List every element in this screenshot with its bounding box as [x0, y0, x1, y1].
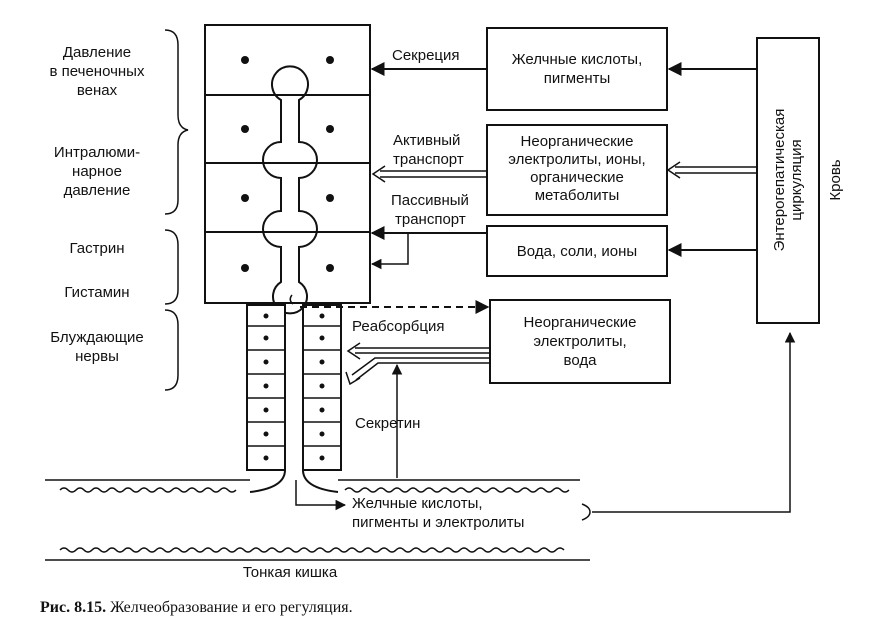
label-passive-2: транспорт [395, 211, 466, 228]
svg-text:Энтерогепатическая: Энтерогепатическая [771, 109, 788, 252]
intestine-upper-wall [45, 479, 580, 493]
box-bile-acids: Желчные кислоты, пигменты [486, 27, 668, 111]
svg-text:электролиты,: электролиты, [533, 333, 626, 350]
label-intraluminal-3: давление [64, 182, 131, 199]
svg-text:Желчные кислоты,: Желчные кислоты, [512, 51, 643, 68]
label-gastrin: Гастрин [70, 240, 125, 257]
box-inorganic-water: Неорганические электролиты, вода [489, 299, 671, 384]
label-active-1: Активный [393, 132, 460, 149]
svg-text:пигменты: пигменты [544, 70, 611, 87]
arrow-bile-output [295, 480, 347, 511]
intestine-lower-wall [45, 547, 590, 561]
label-pressure-hepatic-1: Давление [63, 44, 131, 61]
label-histamine: Гистамин [64, 284, 129, 301]
label-active-2: транспорт [393, 151, 464, 168]
arrow-passive-branch [370, 233, 409, 270]
bracket-vagus [164, 309, 179, 391]
svg-text:Неорганические: Неорганические [524, 314, 637, 331]
ductal-column-left [246, 304, 286, 471]
duct-curve-left [249, 469, 286, 493]
bile-canaliculus [262, 65, 318, 315]
label-output-2: пигменты и электролиты [352, 514, 524, 531]
label-passive-1: Пассивный [391, 192, 469, 209]
box-inorganic-metabolites: Неорганические электролиты, ионы, органи… [486, 124, 668, 216]
svg-text:метаболиты: метаболиты [535, 187, 620, 204]
svg-text:вода: вода [564, 352, 598, 369]
svg-text:Вода, соли, ионы: Вода, соли, ионы [517, 243, 637, 260]
label-pressure-hepatic-3: венах [77, 82, 118, 99]
svg-text:электролиты, ионы,: электролиты, ионы, [508, 151, 645, 168]
label-reabsorption: Реабсорбция [352, 318, 445, 335]
arrow-electrolytes-to-duct [345, 342, 490, 386]
ductal-column-right [302, 304, 342, 471]
label-pressure-hepatic-2: в печеночных [50, 63, 145, 80]
bracket-output [581, 503, 591, 521]
svg-text:Неорганические: Неорганические [521, 133, 634, 150]
label-secretion: Секреция [392, 47, 460, 64]
arrow-active-transport [371, 165, 487, 183]
arrow-return-to-circulation [592, 331, 796, 513]
box-water-salts: Вода, соли, ионы [486, 225, 668, 277]
figure-caption: Рис. 8.15. Желчеобразование и его регуля… [40, 599, 353, 616]
caption-text: Желчеобразование и его регуляция. [106, 599, 353, 616]
bracket-gastrin [164, 229, 179, 305]
label-blood: Кровь [827, 159, 844, 200]
bracket-hepatic [164, 29, 189, 215]
label-vagus-1: Блуждающие [50, 329, 144, 346]
svg-text:органические: органические [530, 169, 624, 186]
label-intestine: Тонкая кишка [243, 564, 338, 581]
svg-text:циркуляция: циркуляция [788, 139, 805, 220]
label-vagus-2: нервы [75, 348, 119, 365]
hepatocyte-block [204, 24, 371, 304]
box-enterohepatic-circulation: Энтерогепатическая циркуляция [756, 37, 820, 324]
label-intraluminal-2: нарное [72, 163, 122, 180]
duct-curve-right [302, 469, 339, 493]
label-secretin: Секретин [355, 415, 420, 432]
arrow-circulation-inorganic [666, 161, 757, 179]
label-intraluminal-1: Интралюми- [54, 144, 140, 161]
caption-number: Рис. 8.15. [40, 599, 106, 616]
label-output-1: Желчные кислоты, [352, 495, 483, 512]
